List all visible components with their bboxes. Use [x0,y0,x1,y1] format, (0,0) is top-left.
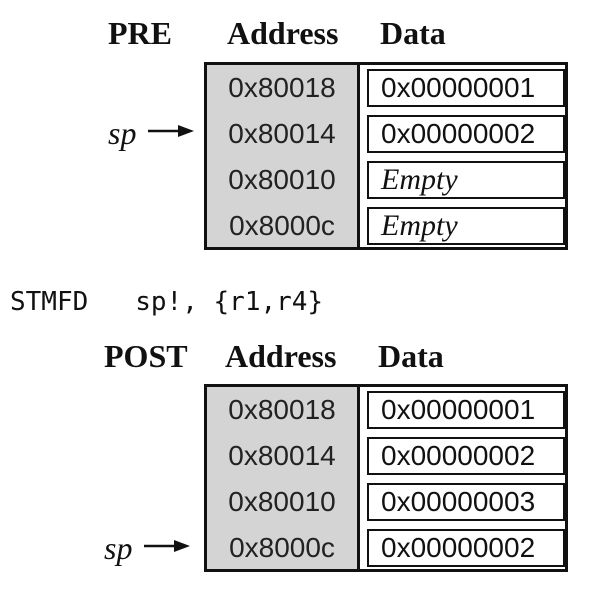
pre-address-cell: 0x80014 [228,118,336,149]
pre-memory-row: 0x80014 0x00000002 [207,111,565,157]
pre-data-header: Data [380,15,446,51]
post-address-cell: 0x8000c [229,532,335,563]
instruction-line: STMFD sp!, {r1,r4} [10,286,323,318]
pre-address-cell: 0x80018 [228,72,336,103]
post-data-cell: 0x00000002 [367,529,565,567]
right-arrow-icon [148,123,195,144]
post-data-header: Data [378,338,444,374]
post-address-cell: 0x80014 [228,440,336,471]
pre-memory-row: 0x80010 Empty [207,157,565,203]
pre-data-cell-empty: Empty [367,207,565,245]
post-memory-row: 0x80018 0x00000001 [207,387,565,433]
pre-data-cell: 0x00000001 [367,69,565,107]
post-memory-row: 0x80014 0x00000002 [207,433,565,479]
pre-data-cell: 0x00000002 [367,115,565,153]
post-state-label: POST [104,338,188,374]
post-data-cell: 0x00000002 [367,437,565,475]
instruction-mnemonic: STMFD [10,287,89,317]
post-address-column [207,387,360,569]
post-memory-row: 0x8000c 0x00000002 [207,525,565,571]
post-address-cell: 0x80018 [228,394,336,425]
pre-memory-row: 0x80018 0x00000001 [207,65,565,111]
post-memory-table: 0x80018 0x00000001 0x80014 0x00000002 0x… [204,384,568,572]
right-arrow-icon [144,538,191,559]
instruction-operands: sp!, {r1,r4} [135,287,324,317]
post-memory-row: 0x80010 0x00000003 [207,479,565,525]
post-sp-label: sp [104,530,133,566]
post-data-cell: 0x00000003 [367,483,565,521]
pre-address-header: Address [227,15,339,51]
pre-memory-table: 0x80018 0x00000001 0x80014 0x00000002 0x… [204,62,568,250]
post-stack-pointer: sp [104,528,191,568]
pre-address-cell: 0x8000c [229,210,335,241]
post-address-cell: 0x80010 [228,486,336,517]
pre-data-cell-empty: Empty [367,161,565,199]
pre-state-label: PRE [108,15,172,51]
post-data-cell: 0x00000001 [367,391,565,429]
pre-stack-pointer: sp [108,113,195,153]
pre-address-cell: 0x80010 [228,164,336,195]
pre-memory-row: 0x8000c Empty [207,203,565,249]
pre-sp-label: sp [108,115,137,151]
pre-address-column [207,65,360,247]
post-address-header: Address [225,338,337,374]
